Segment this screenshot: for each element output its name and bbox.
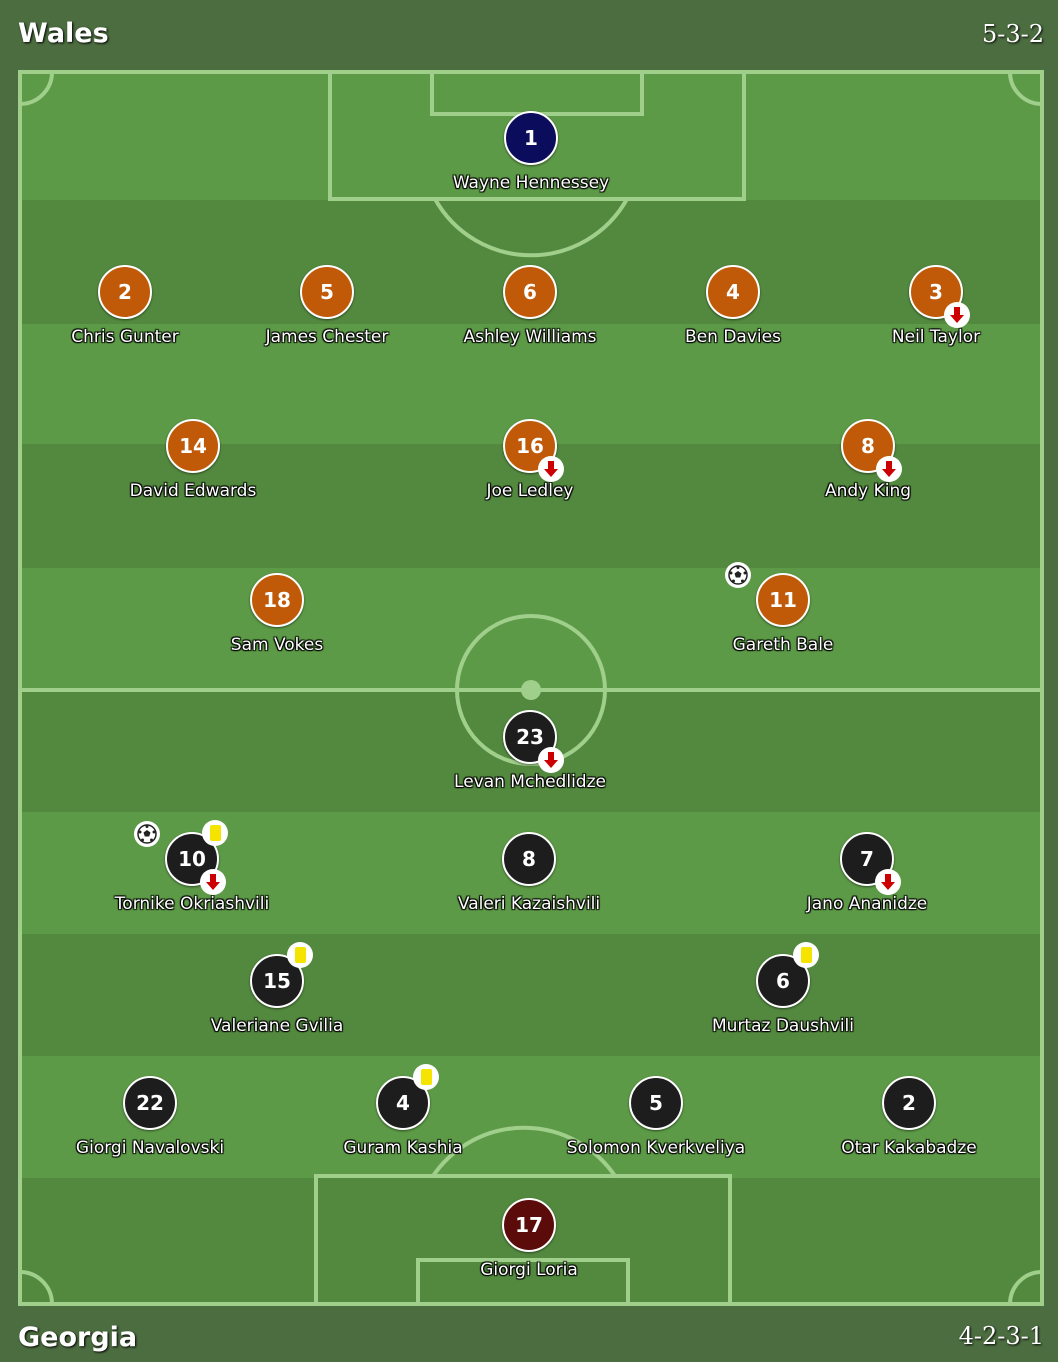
player-number: 22 — [123, 1076, 177, 1130]
yellow-card-icon — [287, 942, 313, 968]
home-formation: 5-3-2 — [981, 20, 1044, 48]
substitution-off-icon — [538, 747, 564, 773]
player-number: 11 — [756, 573, 810, 627]
player-number: 4 — [706, 265, 760, 319]
player-name: Joe Ledley — [486, 481, 574, 501]
player-name: Neil Taylor — [891, 327, 981, 347]
substitution-off-icon — [538, 456, 564, 482]
player-number: 17 — [502, 1198, 556, 1252]
player-name: Giorgi Navalovski — [75, 1138, 225, 1158]
player-number: 15 — [250, 954, 304, 1008]
player-number: 1 — [504, 111, 558, 165]
player-name: Ashley Williams — [463, 327, 597, 347]
player-name: Guram Kashia — [343, 1138, 463, 1158]
substitution-off-icon — [200, 869, 226, 895]
pitch-lines — [18, 70, 1044, 1306]
away-formation: 4-2-3-1 — [958, 1322, 1044, 1350]
player-number: 2 — [882, 1076, 936, 1130]
substitution-off-icon — [875, 869, 901, 895]
player-number: 5 — [629, 1076, 683, 1130]
yellow-card-icon — [413, 1064, 439, 1090]
player-name: Ben Davies — [685, 327, 781, 347]
away-team-name: Georgia — [18, 1322, 138, 1353]
player-name: David Edwards — [129, 481, 257, 501]
substitution-off-icon — [944, 302, 970, 328]
player-name: Valeriane Gvilia — [210, 1016, 344, 1036]
player-name: James Chester — [265, 327, 389, 347]
player-name: Solomon Kverkveliya — [566, 1138, 746, 1158]
player-name: Tornike Okriashvili — [114, 894, 270, 914]
player-name: Giorgi Loria — [480, 1260, 578, 1280]
home-team-name: Wales — [18, 18, 109, 49]
goal-ball-icon — [134, 821, 160, 847]
yellow-card-icon — [202, 820, 228, 846]
player-number: 18 — [250, 573, 304, 627]
player-name: Chris Gunter — [71, 327, 179, 347]
player-name: Otar Kakabadze — [841, 1138, 977, 1158]
player-name: Levan Mchedlidze — [454, 772, 606, 792]
player-name: Andy King — [824, 481, 912, 501]
substitution-off-icon — [876, 456, 902, 482]
yellow-card-icon — [793, 942, 819, 968]
player-number: 14 — [166, 419, 220, 473]
player-number: 6 — [503, 265, 557, 319]
player-number: 8 — [502, 832, 556, 886]
player-number: 2 — [98, 265, 152, 319]
player-number: 5 — [300, 265, 354, 319]
player-name: Sam Vokes — [230, 635, 324, 655]
player-number: 3 — [909, 265, 963, 319]
player-number: 8 — [841, 419, 895, 473]
player-name: Murtaz Daushvili — [712, 1016, 854, 1036]
player-name: Jano Ananidze — [806, 894, 928, 914]
player-name: Wayne Hennessey — [452, 173, 610, 193]
player-name: Valeri Kazaishvili — [457, 894, 601, 914]
player-name: Gareth Bale — [732, 635, 834, 655]
goal-ball-icon — [725, 562, 751, 588]
